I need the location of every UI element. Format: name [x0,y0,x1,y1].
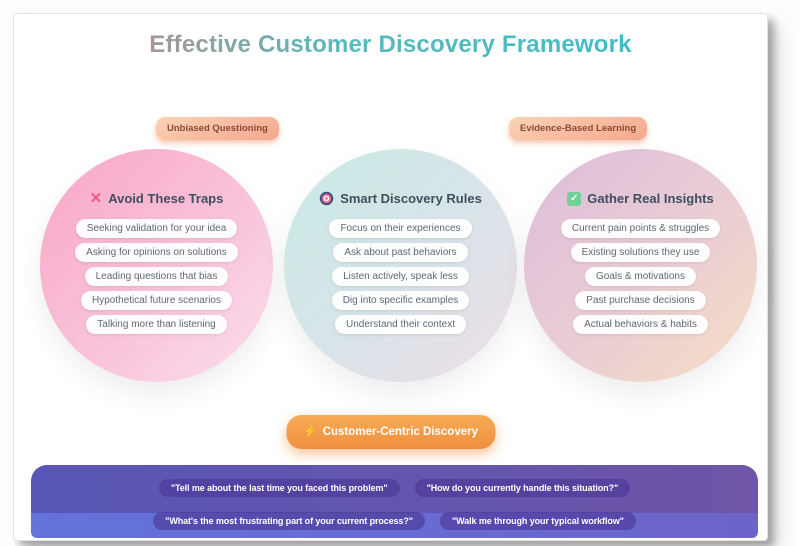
badge-evidence-based-learning: Evidence-Based Learning [509,117,648,140]
circle-title-label: Gather Real Insights [587,191,714,206]
list-item: Hypothetical future scenarios [81,291,232,310]
x-icon: ✕ [89,190,103,207]
framework-page: Effective Customer Discovery Framework U… [13,13,768,541]
list-item: Goals & motivations [585,267,696,286]
target-icon [319,191,334,206]
quote-pill: "How do you currently handle this situat… [414,479,631,497]
gather-insights-list: Current pain points & struggles Existing… [524,219,757,334]
spark-icon: ⚡ [302,425,317,438]
list-item: Current pain points & struggles [560,219,721,238]
smart-rules-list: Focus on their experiences Ask about pas… [284,219,517,334]
list-item: Existing solutions they use [570,243,711,262]
list-item: Asking for opinions on solutions [75,243,238,262]
badge-unbiased-questioning: Unbiased Questioning [156,117,279,140]
quote-row-2: "What's the most frustrating part of you… [31,512,758,530]
circle-smart-rules-title: Smart Discovery Rules [284,191,517,206]
page-title: Effective Customer Discovery Framework [14,31,767,59]
list-item: Seeking validation for your idea [75,219,238,238]
quotes-band: "Tell me about the last time you faced t… [31,465,758,538]
list-item: Actual behaviors & habits [573,315,708,334]
circle-title-label: Avoid These Traps [108,191,224,206]
quote-pill: "What's the most frustrating part of you… [153,512,425,530]
circle-gather-insights-title: ✓ Gather Real Insights [524,191,757,206]
list-item: Past purchase decisions [575,291,706,310]
circle-avoid-traps-title: ✕ Avoid These Traps [40,191,273,206]
list-item: Listen actively, speak less [332,267,469,286]
circle-smart-rules: Smart Discovery Rules Focus on their exp… [284,149,517,382]
quote-pill: "Tell me about the last time you faced t… [158,479,400,497]
list-item: Focus on their experiences [329,219,472,238]
cta-label: Customer-Centric Discovery [322,426,479,438]
quote-row-1: "Tell me about the last time you faced t… [31,479,758,497]
avoid-traps-list: Seeking validation for your idea Asking … [40,219,273,334]
list-item: Leading questions that bias [84,267,229,286]
circle-title-label: Smart Discovery Rules [340,191,482,206]
quote-pill: "Walk me through your typical workflow" [439,512,636,530]
list-item: Dig into specific examples [331,291,470,310]
list-item: Talking more than listening [86,315,227,334]
circle-gather-insights: ✓ Gather Real Insights Current pain poin… [524,149,757,382]
customer-centric-discovery-button[interactable]: ⚡ Customer-Centric Discovery [285,415,496,449]
check-icon: ✓ [567,191,582,206]
list-item: Understand their context [335,315,466,334]
list-item: Ask about past behaviors [333,243,468,262]
circle-avoid-traps: ✕ Avoid These Traps Seeking validation f… [40,149,273,382]
